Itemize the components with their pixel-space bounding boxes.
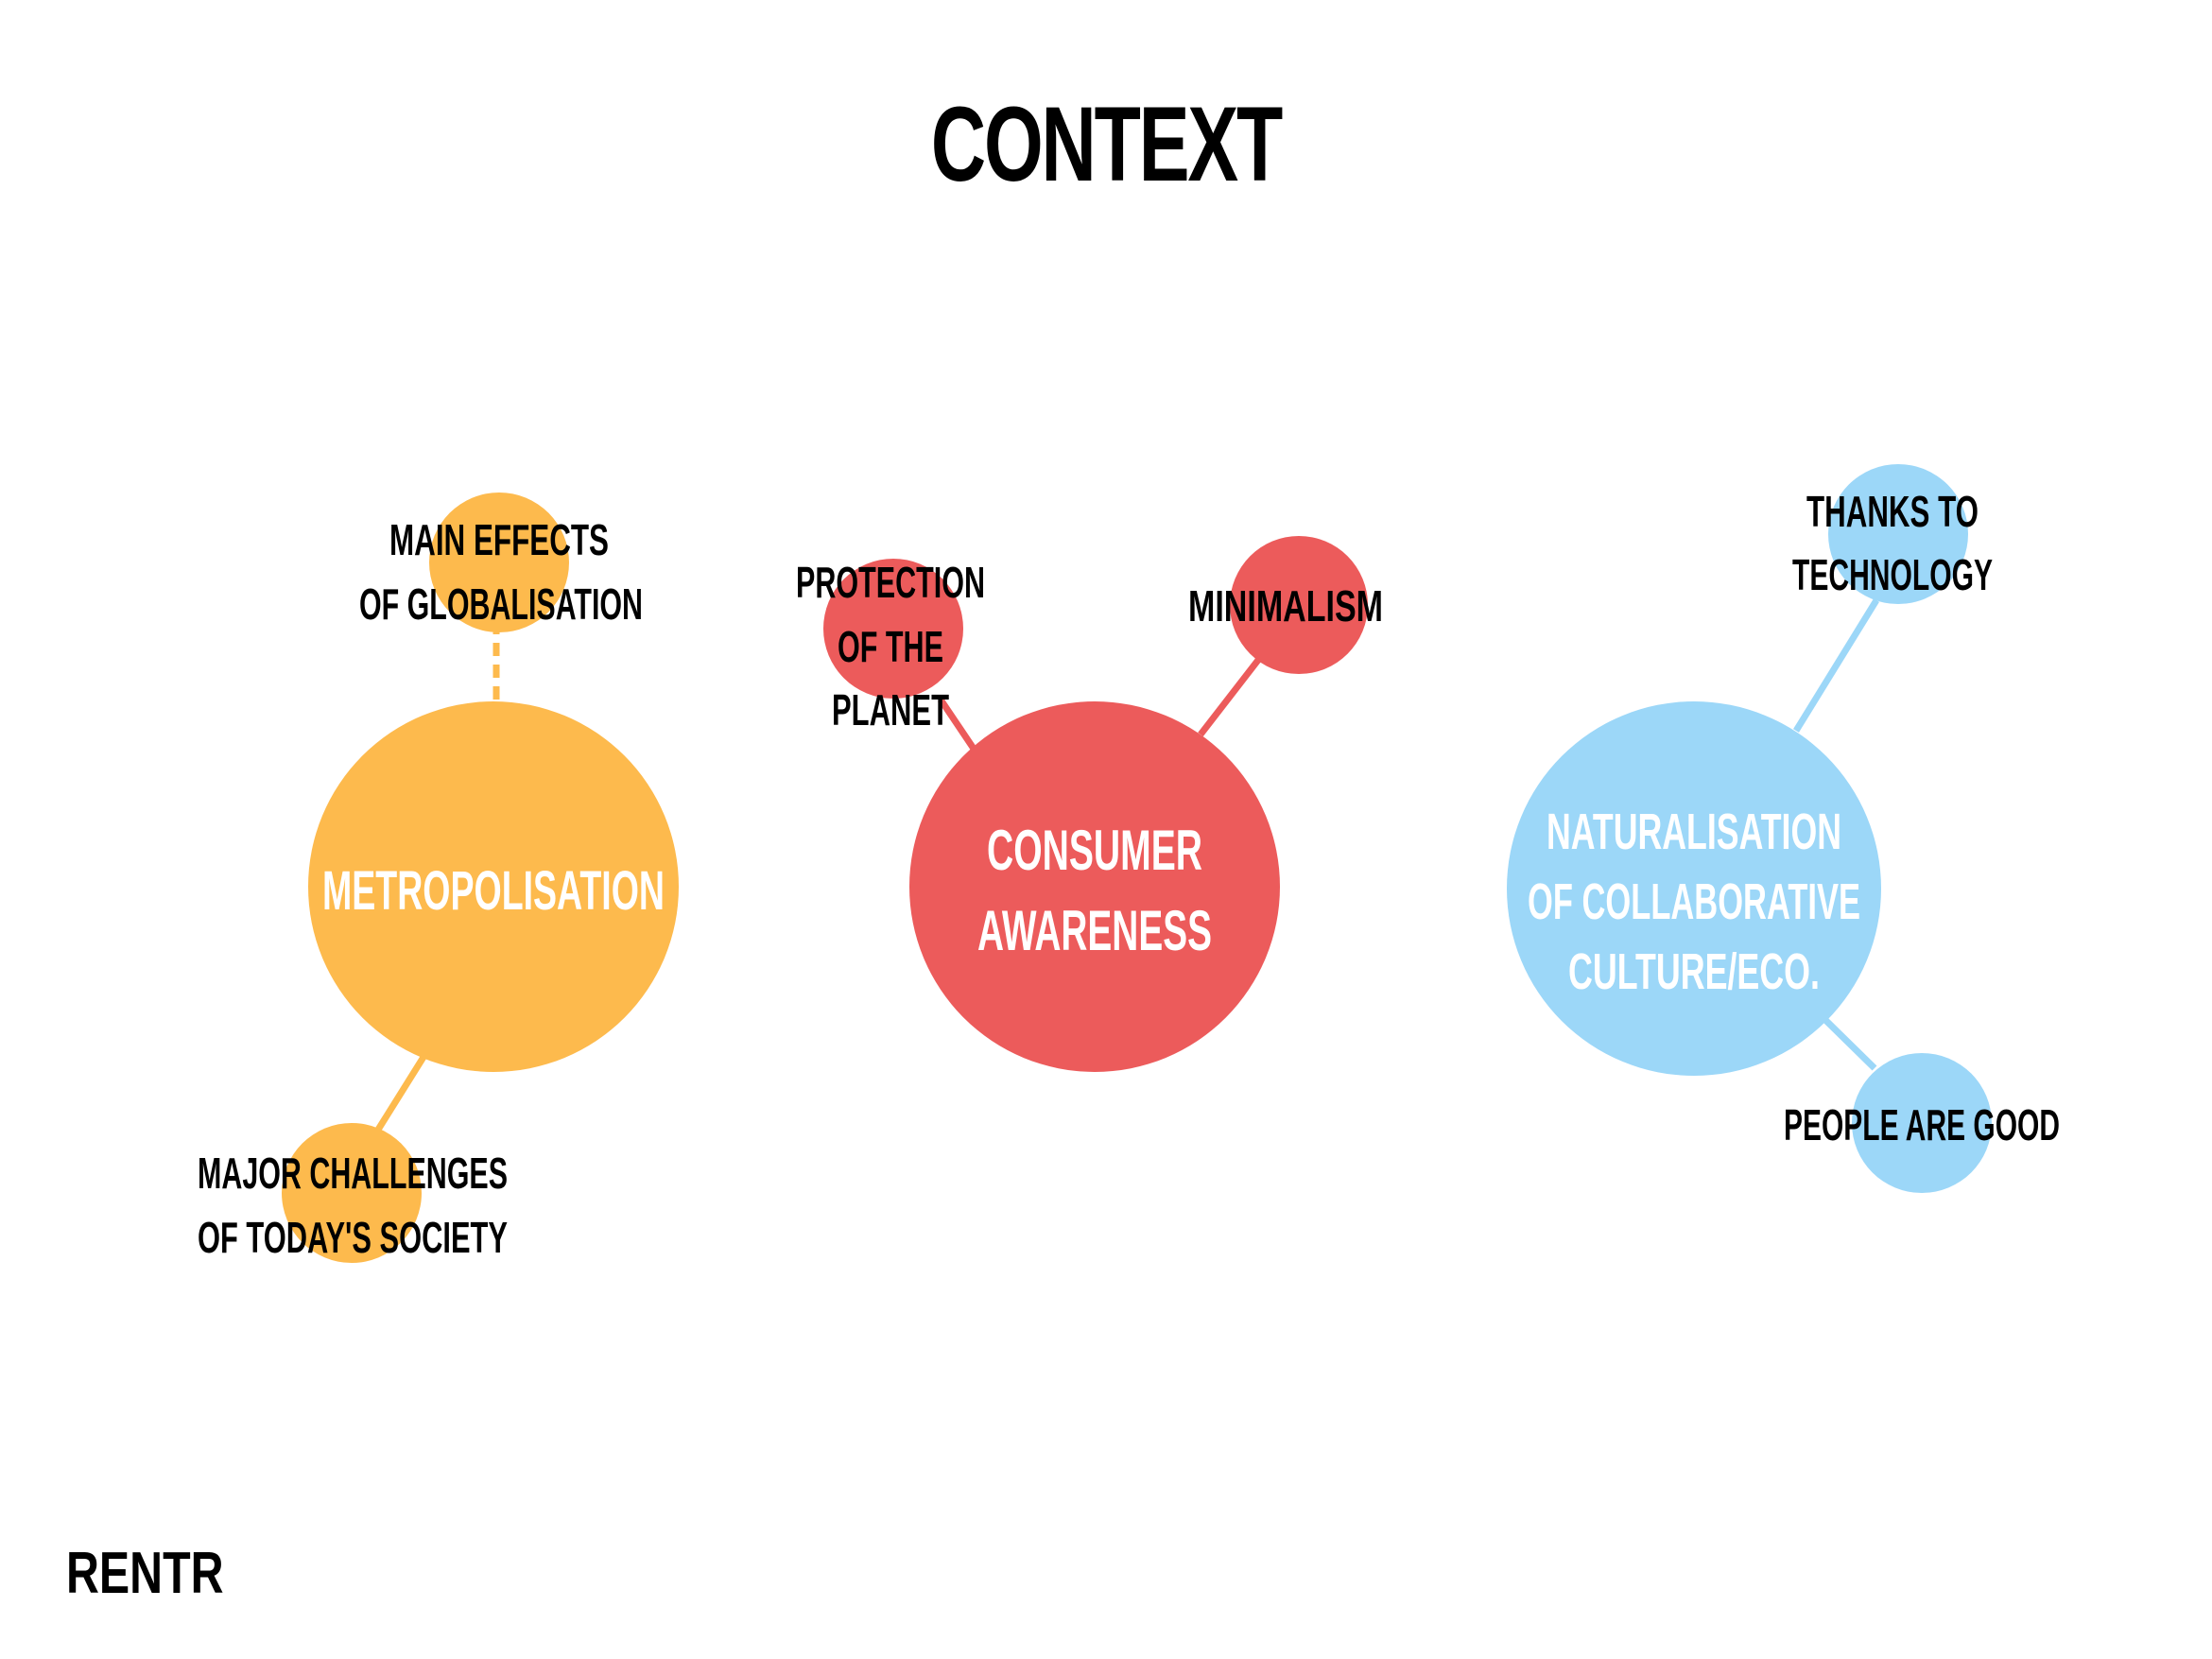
people-line-1: PEOPLE ARE GOOD: [1784, 1100, 2060, 1149]
people-label: PEOPLE ARE GOOD: [1784, 1100, 2060, 1149]
slide-title: CONTEXT: [930, 85, 1283, 203]
globalisation-line-2: OF GLOBALISATION: [359, 579, 643, 629]
technology-label: THANKS TO TECHNOLOGY: [1792, 487, 1993, 599]
metropolisation-line-1: METROPOLISATION: [322, 860, 665, 922]
consumer-awareness-line-2: AWARENESS: [977, 899, 1212, 962]
technology-line-2: TECHNOLOGY: [1792, 550, 1993, 599]
technology-circle: [1828, 464, 1968, 604]
connector-consumer-minimalism: [1198, 652, 1265, 737]
protection-line-3: PLANET: [832, 685, 949, 734]
protection-circle: [823, 559, 963, 699]
metropolisation-label: METROPOLISATION: [322, 860, 665, 922]
naturalisation-label: NATURALISATION OF COLLABORATIVE CULTURE/…: [1528, 804, 1860, 1000]
people-circle: [1852, 1053, 1992, 1193]
naturalisation-line-1: NATURALISATION: [1547, 804, 1841, 860]
naturalisation-line-2: OF COLLABORATIVE: [1528, 873, 1860, 930]
connector-naturalisation-technology: [1793, 598, 1879, 733]
consumer-awareness-label: CONSUMER AWARENESS: [977, 819, 1212, 962]
challenges-line-1: MAJOR CHALLENGES: [198, 1149, 508, 1198]
connector-metropolisation-challenges: [375, 1052, 428, 1132]
technology-line-1: THANKS TO: [1806, 487, 1979, 536]
minimalism-line-1: MINIMALISM: [1188, 581, 1383, 631]
globalisation-label: MAIN EFFECTS OF GLOBALISATION: [359, 515, 643, 629]
challenges-circle: [282, 1123, 422, 1263]
consumer-awareness-line-1: CONSUMER: [987, 819, 1202, 882]
connector-consumer-protection: [938, 698, 976, 751]
challenges-label: MAJOR CHALLENGES OF TODAY'S SOCIETY: [198, 1149, 508, 1262]
metropolisation-circle: [308, 701, 679, 1072]
challenges-line-2: OF TODAY'S SOCIETY: [198, 1213, 508, 1262]
globalisation-line-1: MAIN EFFECTS: [389, 515, 609, 564]
protection-label: PROTECTION OF THE PLANET: [796, 558, 985, 734]
globalisation-circle: [429, 493, 569, 632]
brand-logo-text: RENTR: [66, 1541, 224, 1606]
naturalisation-line-3: CULTURE/ECO.: [1568, 943, 1820, 1000]
minimalism-label: MINIMALISM: [1188, 581, 1383, 631]
connector-naturalisation-people: [1822, 1016, 1877, 1071]
protection-line-1: PROTECTION: [796, 558, 985, 607]
minimalism-circle: [1230, 536, 1368, 674]
protection-line-2: OF THE: [838, 622, 943, 671]
connectors: [375, 598, 1879, 1132]
consumer-awareness-circle: [909, 701, 1280, 1072]
naturalisation-circle: [1507, 701, 1881, 1076]
